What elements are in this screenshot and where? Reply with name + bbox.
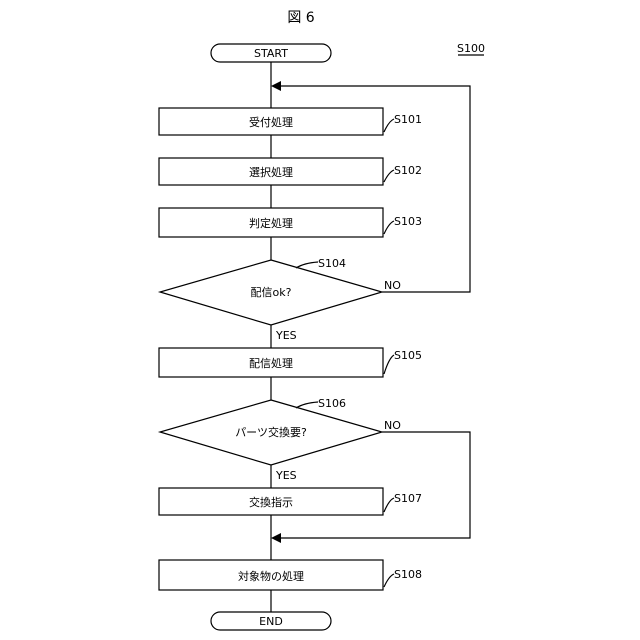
- step-s101-number: S101: [394, 113, 422, 126]
- step-s103-number: S103: [394, 215, 422, 228]
- decision-s106-label: パーツ交換要?: [235, 425, 307, 439]
- decision-s104-label: 配信ok?: [251, 286, 292, 299]
- step-s107-number: S107: [394, 492, 422, 505]
- step-s102-number: S102: [394, 164, 422, 177]
- step-s108-label: 対象物の処理: [238, 569, 304, 583]
- step-s105-number: S105: [394, 349, 422, 362]
- loop-back-arrowhead: [271, 81, 281, 91]
- step-s108-leader: [384, 574, 394, 587]
- step-s108-number: S108: [394, 568, 422, 581]
- step-s105-label: 配信処理: [249, 357, 293, 370]
- figure-title: 図 6: [287, 10, 314, 26]
- step-s102-leader: [384, 170, 394, 182]
- decision-s106-yes-label: YES: [275, 469, 297, 482]
- decision-s104-number: S104: [318, 257, 346, 270]
- decision-s106-no-label: NO: [384, 419, 401, 432]
- end-label: END: [259, 615, 283, 628]
- step-s101-label: 受付処理: [249, 116, 293, 129]
- step-s107-label: 交換指示: [249, 495, 293, 509]
- skip-arrowhead: [271, 533, 281, 543]
- decision-s104-no-label: NO: [384, 279, 401, 292]
- decision-s106-leader: [296, 402, 318, 408]
- decision-s106-number: S106: [318, 397, 346, 410]
- decision-s104-yes-label: YES: [275, 329, 297, 342]
- decision-s104-leader: [296, 262, 318, 268]
- start-label: START: [254, 47, 288, 60]
- step-s101-leader: [384, 119, 394, 132]
- step-s107-leader: [384, 498, 394, 512]
- step-s103-label: 判定処理: [249, 216, 293, 230]
- step-s102-label: 選択処理: [249, 165, 293, 179]
- step-s103-leader: [384, 221, 394, 234]
- figure-ref-label: S100: [457, 42, 485, 55]
- step-s105-leader: [384, 355, 394, 374]
